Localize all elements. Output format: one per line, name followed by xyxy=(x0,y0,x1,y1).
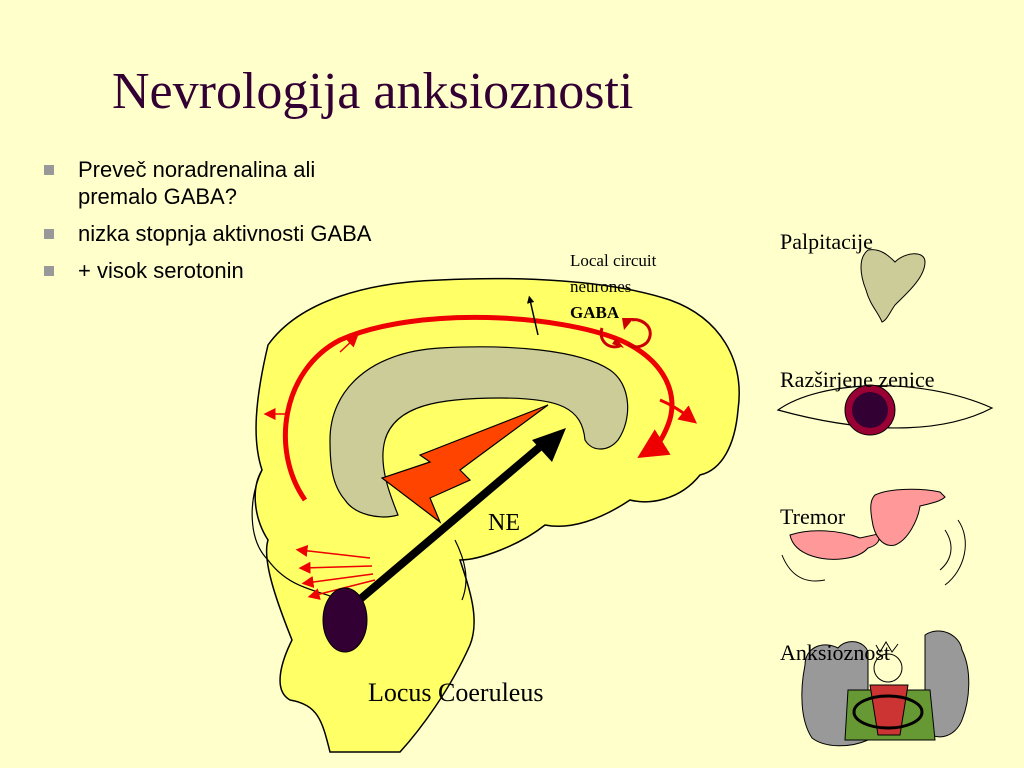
zenice-label: Razširjene zenice xyxy=(780,367,935,392)
local-circuit-label-2: neurones xyxy=(570,277,632,296)
bullet-item: nizka stopnja aktivnosti GABA xyxy=(42,220,382,247)
cortical-pathway-arrow xyxy=(282,314,675,502)
gaba-label: GABA xyxy=(570,303,620,322)
forebrain-small-arrow xyxy=(298,561,373,574)
slide-title: Nevrologija anksioznosti xyxy=(112,63,634,120)
palpitacije-label: Palpitacije xyxy=(780,229,873,254)
ne-pathway-arrow xyxy=(342,436,551,616)
gaba-circuit-icon xyxy=(599,318,652,349)
bullet-text: nizka stopnja aktivnosti GABA xyxy=(78,221,372,246)
bullet-text: + visok serotonin xyxy=(78,258,244,283)
gaba-pointer-arrow xyxy=(527,295,539,336)
cortical-branch-arrow xyxy=(659,398,698,424)
bullet-marker xyxy=(44,229,54,239)
bullet-marker xyxy=(44,165,54,175)
forebrain-small-arrow xyxy=(295,544,371,559)
locus-coeruleus-node xyxy=(322,587,368,653)
forebrain-small-arrow xyxy=(301,573,374,588)
bullet-item: + visok serotonin xyxy=(42,257,382,284)
local-circuit-label-1: Local circuit xyxy=(570,251,657,270)
locus-coeruleus-label: Locus Coeruleus xyxy=(368,678,544,707)
tremor-label: Tremor xyxy=(780,504,846,529)
gaba-circuit-arrowhead xyxy=(622,318,634,330)
ne-label: NE xyxy=(488,510,520,536)
gaba-circuit-arrowhead xyxy=(612,338,624,348)
brainstem-outline xyxy=(454,539,467,601)
ne-arrowhead xyxy=(532,428,566,462)
bullet-text: Preveč noradrenalina ali premalo GABA? xyxy=(78,157,316,209)
corpus-callosum xyxy=(329,346,629,518)
heart-icon xyxy=(860,249,926,323)
anxious-driver-icon xyxy=(801,630,970,747)
lightning-icon xyxy=(380,404,549,524)
bullet-list: Preveč noradrenalina ali premalo GABA? n… xyxy=(42,156,382,294)
cortex-small-arrow xyxy=(339,334,359,353)
eye-pupil xyxy=(852,392,888,428)
bullet-marker xyxy=(44,266,54,276)
hands-icon xyxy=(781,488,966,586)
bullet-item: Preveč noradrenalina ali premalo GABA? xyxy=(42,156,382,210)
anksioznost-label: Anksioznost xyxy=(780,640,890,665)
